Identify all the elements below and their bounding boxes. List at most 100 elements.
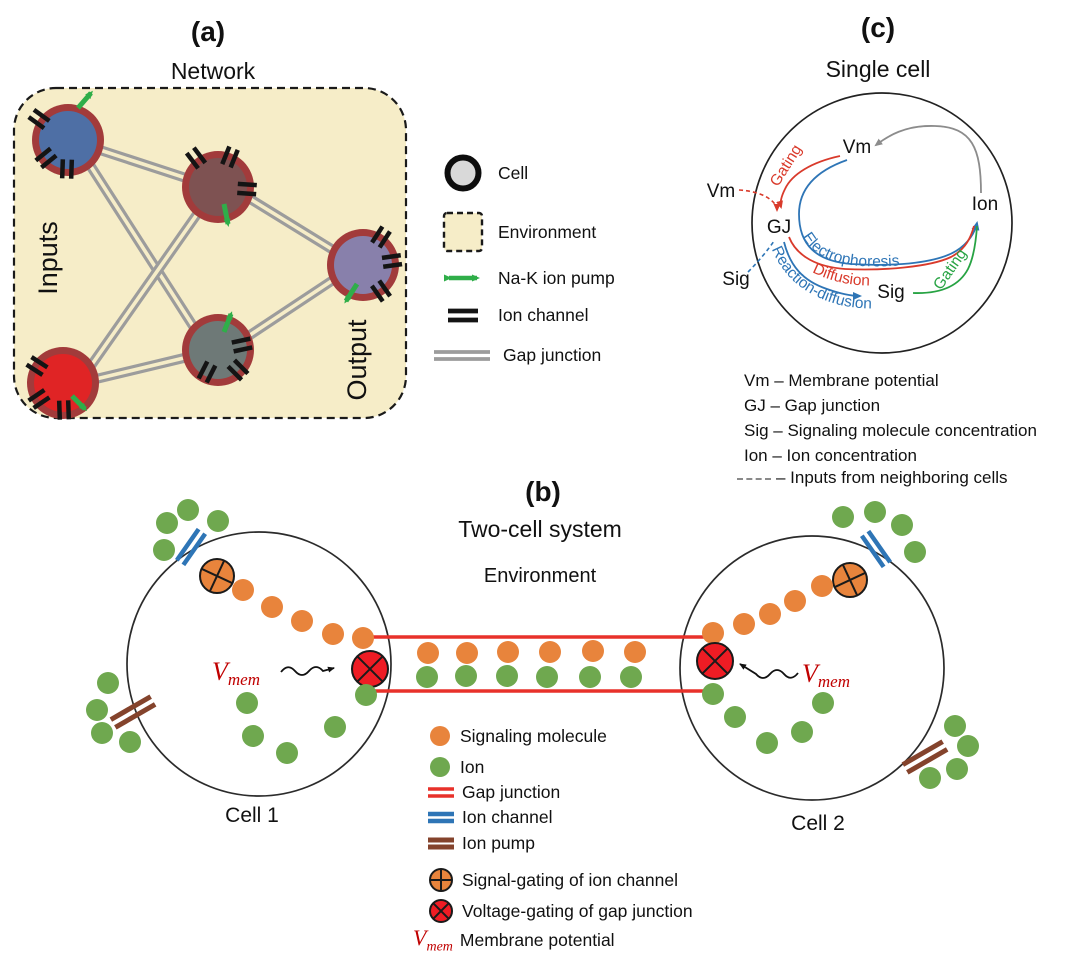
ion-icon [430, 757, 450, 777]
cell2-inside-ions [702, 683, 834, 754]
cell2-signal-trail [702, 575, 833, 644]
panel-b-title: Two-cell system [458, 516, 622, 542]
tube-ions [416, 665, 642, 688]
cell2-voltage-gating-icon [696, 642, 734, 680]
edge-label-electrophoresis: Electrophoresis [799, 229, 900, 270]
cell1-signal-trail [232, 579, 374, 649]
edge-label-gating-red: Gating [767, 142, 806, 190]
network-cell-red [25, 347, 99, 420]
legend-b-signal-gating: Signal-gating of ion channel [427, 866, 678, 894]
na-k-pump-icon [76, 90, 93, 110]
cell2-outside-ions-top [832, 501, 926, 563]
cell1-vmem-arrow [280, 666, 335, 676]
def-ion: Ion – Ion concentration [744, 446, 917, 465]
edge-gating-sig-to-ion [912, 225, 978, 294]
def-inputs: – Inputs from neighboring cells [737, 468, 1008, 488]
cell1-ion-channel-icon [174, 527, 208, 567]
node-sig: Sig [877, 282, 904, 303]
edge-reaction-diffusion [783, 241, 862, 300]
ion-channel-icon [448, 308, 478, 323]
edge-external-vm-input [738, 189, 781, 212]
legend-b-vmem-label: Membrane potential [459, 929, 615, 950]
ion-channel-icon [428, 811, 454, 824]
legend-b-signaling-label: Signaling molecule [460, 725, 607, 746]
node-sig-external: Sig [722, 269, 749, 290]
cell1-vmem-label: Vmem [212, 657, 260, 689]
legend-b-voltage-gating: Voltage-gating of gap junction [427, 897, 693, 925]
ion-pump-icon [428, 837, 454, 850]
vmem-symbol: Vmem [413, 925, 453, 955]
panel-c-tag: (c) [860, 12, 896, 43]
na-k-pump-icon [444, 274, 480, 282]
legend-b-vmem: Vmem Membrane potential [413, 925, 615, 955]
cell2-label: Cell 2 [791, 812, 845, 835]
panel-b-two-cell: Vmem [86, 499, 979, 801]
cell-membrane-circle [751, 92, 1013, 354]
panel-a-network: Inputs Output [12, 86, 408, 420]
na-k-pump-icon [343, 282, 360, 304]
panel-a-tag: (a) [190, 16, 226, 47]
legend-b-pump-label: Ion pump [462, 832, 535, 853]
legend-b-signaling: Signaling molecule [427, 723, 607, 749]
cell1-signal-gating-icon [199, 558, 235, 594]
legend-b-signal-gating-label: Signal-gating of ion channel [462, 869, 678, 890]
tube-signaling-molecules [417, 640, 646, 664]
panel-b-environment-label: Environment [483, 565, 597, 587]
legend-a-gap: Gap junction [433, 343, 601, 367]
signal-gating-icon [429, 868, 453, 892]
cell2-ion-pump-icon [901, 739, 949, 775]
voltage-gating-icon [429, 899, 453, 923]
gap-junction-icon [428, 787, 454, 798]
edge-diffusion [788, 225, 975, 271]
na-k-pump-icon [221, 311, 234, 333]
node-gj: GJ [767, 217, 791, 238]
legend-a-environment: Environment [440, 210, 596, 254]
legend-a-channel-label: Ion channel [498, 304, 589, 325]
edge-electrophoresis [798, 159, 980, 266]
cell2-vmem-arrow [739, 663, 799, 679]
def-inputs-text: – Inputs from neighboring cells [776, 468, 1008, 487]
network-cell-blue [27, 90, 104, 179]
legend-a-gap-label: Gap junction [503, 344, 602, 365]
node-vm-external: Vm [707, 181, 736, 202]
cell2-ion-channel-icon [859, 529, 893, 569]
edge-ion-to-vm [874, 125, 982, 194]
cell2-outside-ions-bottom [919, 715, 979, 789]
legend-b-ion: Ion [427, 754, 484, 780]
node-vm: Vm [843, 137, 872, 158]
def-vm: Vm – Membrane potential [744, 371, 939, 390]
edge-external-sig-input [747, 240, 775, 273]
legend-a-cell-label: Cell [498, 162, 529, 183]
cell1-ion-pump-icon [109, 694, 157, 730]
cell1-label: Cell 1 [225, 804, 279, 827]
cell1-group: Vmem [86, 499, 389, 764]
legend-b-pump: Ion pump [427, 832, 535, 854]
panel-c-single-cell: Vm GJ Ion Sig Vm Sig Gating Electrophore… [707, 92, 1013, 354]
node-ion: Ion [972, 194, 998, 215]
network-cell-purple [327, 225, 403, 304]
panel-b-tag: (b) [525, 476, 561, 507]
cell1-membrane [126, 531, 392, 797]
gap-junction-tube [372, 635, 709, 693]
edge-gating-vm-to-gj [776, 155, 841, 209]
legend-a-pump: Na-K ion pump [440, 266, 615, 290]
network-cell-gray [182, 311, 254, 386]
legend-b-voltage-gating-label2: Voltage-gating of gap junction [462, 900, 693, 921]
cell2-signal-gating-icon [832, 562, 868, 598]
na-k-pump-icon [221, 203, 231, 227]
legend-a-channel: Ion channel [440, 303, 589, 327]
cell1-outside-ions-bottom [86, 672, 141, 753]
inputs-label: Inputs [33, 221, 63, 295]
na-k-pump-icon [70, 394, 88, 412]
cell1-inside-ions [236, 684, 377, 764]
gap-junction-icon [434, 350, 490, 361]
gap-junction-connections [83, 145, 341, 384]
cell1-outside-ions-top [153, 499, 229, 561]
cell2-group: Vmem [696, 501, 979, 789]
legend-a-cell: Cell [440, 151, 528, 195]
legend-b-ion-label: Ion [460, 756, 485, 777]
cell2-membrane [679, 535, 945, 801]
legend-b-channel: Ion channel [427, 806, 553, 828]
